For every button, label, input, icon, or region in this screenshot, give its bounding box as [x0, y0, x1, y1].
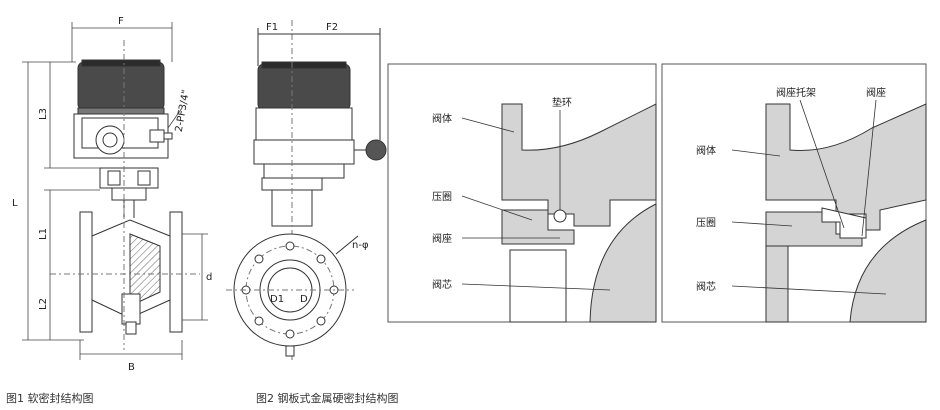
dim-L1: L1	[38, 228, 49, 240]
soft-seal-detail: 阀体 垫环 压圈 阀座 阀芯	[387, 63, 657, 323]
dim-bolt-holes: n-φ	[352, 240, 369, 251]
metal-core	[849, 219, 927, 323]
metal-label-gland: 压圈	[696, 217, 716, 229]
dim-D: D	[300, 294, 308, 305]
soft-label-gasket: 垫环	[552, 96, 572, 109]
dim-F1: F1	[266, 22, 278, 33]
side-actuator-housing	[257, 63, 351, 111]
soft-gasket-ring	[553, 209, 567, 223]
soft-gland	[501, 209, 575, 245]
dim-conduit: 2-PF3/4"	[174, 89, 192, 133]
soft-label-core: 阀芯	[432, 278, 452, 291]
soft-core	[589, 203, 657, 323]
outlet-flange	[169, 211, 183, 333]
dim-d: d	[206, 272, 212, 283]
front-view	[50, 40, 200, 350]
metal-label-seat: 阀座	[866, 86, 886, 99]
metal-body	[765, 103, 927, 231]
dim-L2: L2	[38, 298, 49, 310]
actuator-housing	[77, 61, 165, 111]
side-dimension-labels: F1 F2 D1 D n-φ	[266, 22, 369, 305]
dim-L3: L3	[38, 108, 49, 120]
side-handwheel	[365, 139, 387, 161]
dim-F2: F2	[326, 22, 338, 33]
figure-1-caption: 图1 软密封结构图	[6, 392, 94, 405]
soft-label-seat: 阀座	[432, 232, 452, 245]
front-dimensions	[22, 22, 208, 360]
dim-B: B	[128, 362, 135, 373]
body-section	[129, 233, 161, 307]
figure-2-caption: 图2 钢板式金属硬密封结构图	[256, 392, 399, 405]
dim-L: L	[12, 198, 18, 209]
soft-label-gland: 压圈	[432, 191, 452, 203]
metal-label-seat-carrier: 阀座托架	[776, 86, 816, 99]
metal-seat-carrier	[821, 207, 867, 239]
side-view	[226, 20, 387, 360]
metal-label-core: 阀芯	[696, 280, 716, 293]
dim-D1: D1	[270, 294, 284, 305]
metal-seal-detail: 阀座托架 阀座 阀体 压圈 阀芯	[661, 63, 927, 323]
inlet-flange	[79, 211, 93, 333]
soft-label-body: 阀体	[432, 112, 452, 125]
soft-body	[501, 103, 657, 227]
metal-label-body: 阀体	[696, 144, 716, 157]
dim-F: F	[118, 16, 124, 27]
